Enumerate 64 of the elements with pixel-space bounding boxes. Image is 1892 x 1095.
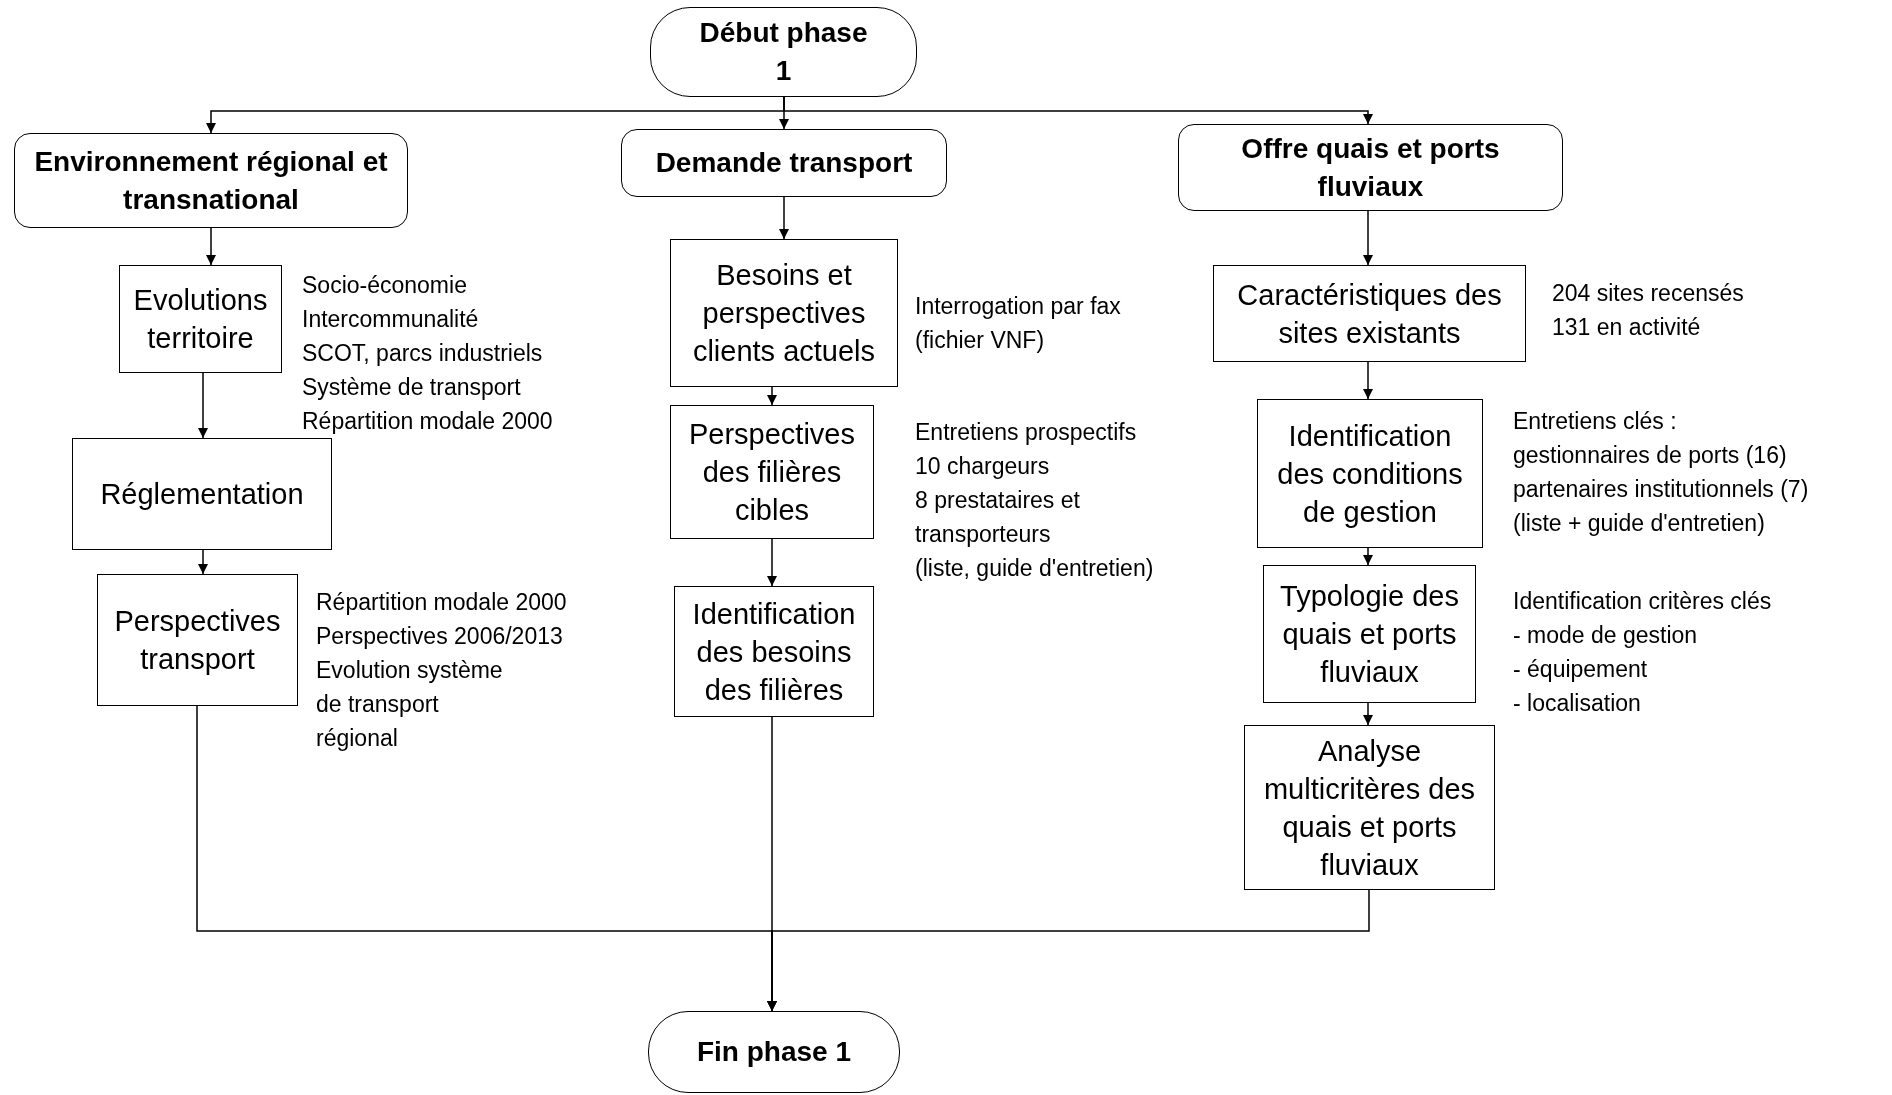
annotation-text: (liste, guide d'entretien) <box>915 554 1154 583</box>
process-box <box>1213 265 1526 362</box>
section-box <box>14 133 408 228</box>
arrow <box>1363 702 1373 726</box>
node-label: Perspectives transport <box>113 604 282 677</box>
annotation-text: 204 sites recensés <box>1552 279 1744 308</box>
arrow <box>206 227 216 266</box>
annotation-text: - équipement <box>1513 655 1648 684</box>
node-label: Typologie des quais et ports fluviaux <box>1279 579 1460 690</box>
process-box <box>670 405 874 539</box>
process-box <box>1263 565 1476 703</box>
annotation-text: gestionnaires de ports (16) <box>1513 441 1787 470</box>
annotation-text: - mode de gestion <box>1513 621 1698 650</box>
annotation-text: (fichier VNF) <box>915 326 1045 355</box>
process-box <box>1257 399 1483 548</box>
annotation-text: Entretiens clés : <box>1513 407 1677 436</box>
node-label: Perspectives des filières cibles <box>688 417 856 528</box>
node-label: Demande transport <box>654 146 914 180</box>
arrow <box>1363 210 1373 266</box>
annotation-text: Identification critères clés <box>1513 587 1772 616</box>
node-label: Fin phase 1 <box>695 1035 852 1069</box>
node-label: Réglementation <box>99 477 305 512</box>
arrow <box>767 386 777 406</box>
node-label: Caractéristiques des sites existants <box>1236 277 1503 351</box>
section-box <box>1178 124 1563 211</box>
annotation-text: Evolution système de transport régional <box>316 656 504 753</box>
annotation-text: Intercommunalité <box>302 305 479 334</box>
arrow <box>767 538 777 587</box>
section-box <box>621 129 947 197</box>
annotation-text: 8 prestataires et transporteurs <box>915 486 1081 549</box>
annotation-text: Répartition modale 2000 <box>316 588 567 617</box>
process-box <box>97 574 298 706</box>
node-label: Evolutions territoire <box>132 283 269 356</box>
arrow <box>779 196 789 240</box>
annotation-text: 131 en activité <box>1552 313 1701 342</box>
annotation-text: Socio-économie <box>302 271 467 300</box>
arrow <box>1363 547 1373 566</box>
process-box <box>72 438 332 550</box>
arrow <box>198 549 208 575</box>
node-label: Environnement régional et transnational <box>33 144 389 217</box>
arrow <box>783 96 1373 125</box>
node-label: Identification des conditions de gestion <box>1276 418 1464 530</box>
annotation-text: SCOT, parcs industriels <box>302 339 543 368</box>
annotation-text: Entretiens prospectifs <box>915 418 1137 447</box>
node-label: Identification des besoins des filières <box>691 596 857 708</box>
annotation-text: - localisation <box>1513 689 1641 718</box>
annotation-text: partenaires institutionnels (7) <box>1513 475 1809 504</box>
node-label: Analyse multicritères des quais et ports fluviaux <box>1262 733 1477 883</box>
node-label: Besoins et perspectives clients actuels <box>691 258 877 369</box>
process-box <box>1244 725 1495 890</box>
annotation-text: (liste + guide d'entretien) <box>1513 509 1765 538</box>
process-box <box>119 265 282 373</box>
node-label: Début phase 1 <box>698 16 869 88</box>
annotation-text: Système de transport <box>302 373 521 402</box>
annotation-text: 10 chargeurs <box>915 452 1050 481</box>
annotation-text: Perspectives 2006/2013 <box>316 622 563 651</box>
arrow <box>1363 361 1373 400</box>
node-label: Offre quais et ports fluviaux <box>1240 131 1501 204</box>
arrow <box>767 889 1370 1012</box>
annotation-text: Répartition modale 2000 <box>302 407 553 436</box>
process-box <box>674 586 874 717</box>
annotation-text: Interrogation par fax <box>915 292 1121 321</box>
process-box <box>670 239 898 387</box>
arrow <box>198 372 208 439</box>
